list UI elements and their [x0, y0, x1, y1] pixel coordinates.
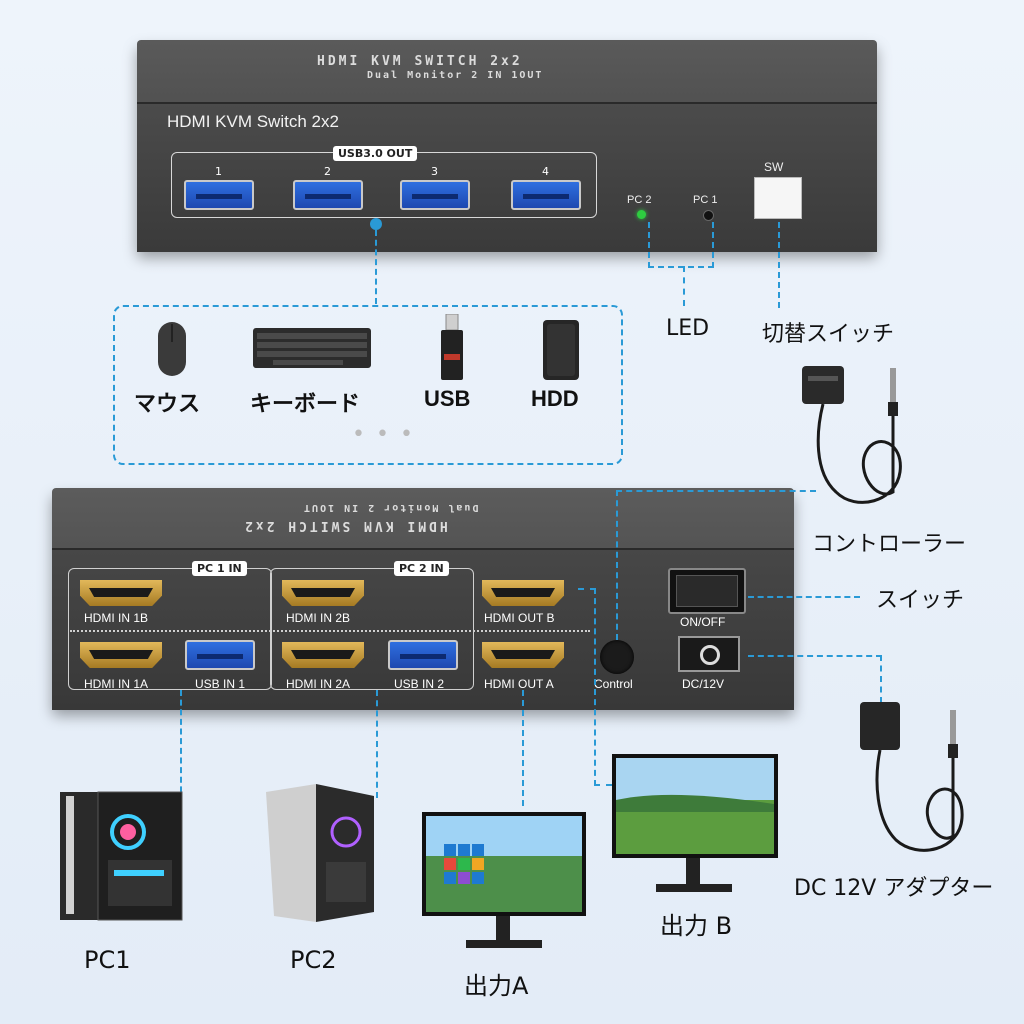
lid-subtitle-text: Dual Monitor 2 IN 1OUT — [302, 502, 479, 513]
hdmi-in-1a-port[interactable] — [80, 642, 162, 668]
mouse-label: マウス — [134, 391, 201, 416]
front-title: HDMI KVM Switch 2x2 — [167, 112, 339, 131]
usb-port-number: 2 — [324, 165, 331, 178]
pc1-connector-line — [180, 690, 182, 802]
usb-in-1-port[interactable] — [185, 640, 255, 670]
usb-out-port-2[interactable] — [293, 180, 363, 210]
pc2-tower-icon — [266, 784, 374, 922]
on-off-label: ON/OFF — [680, 615, 726, 629]
switch-callout: 切替スイッチ — [762, 322, 895, 347]
switch-button[interactable] — [754, 177, 802, 219]
pc2-in-label: PC 2 IN — [394, 561, 449, 576]
lid-model-text: HDMI KVM SWITCH 2x2 — [242, 518, 448, 533]
usb-out-port-1[interactable] — [184, 180, 254, 210]
usb-port-number: 1 — [215, 165, 222, 178]
power-switch-connector-line — [748, 596, 860, 598]
control-port[interactable] — [600, 640, 634, 674]
pc1-label: PC1 — [84, 946, 131, 974]
pc2-in-group — [270, 568, 474, 690]
led-pc1-label: PC 1 — [693, 194, 718, 206]
dc-adapter-icon — [860, 702, 964, 852]
usb-out-port-3[interactable] — [400, 180, 470, 210]
connector-line — [375, 230, 377, 304]
led-connector-line — [683, 266, 685, 306]
hdmi-out-a-label: HDMI OUT A — [484, 677, 554, 691]
divider — [70, 630, 590, 632]
control-label: Control — [594, 677, 633, 691]
hdmi-in-2b-label: HDMI IN 2B — [286, 611, 351, 625]
hdd-label: HDD — [531, 386, 579, 411]
adapter-callout: DC 12V アダプター — [794, 876, 994, 901]
connector-dot — [370, 218, 382, 230]
out-a-connector-line — [522, 690, 524, 806]
keyboard-label: キーボード — [250, 391, 361, 416]
usb-label: USB — [424, 386, 471, 411]
usb-port-number: 3 — [431, 165, 438, 178]
controller-device-icon — [802, 366, 902, 504]
control-connector-line — [616, 490, 816, 640]
led-pc1-indicator — [703, 210, 714, 221]
usb-in-2-label: USB IN 2 — [394, 677, 445, 691]
peripherals-box — [113, 305, 623, 465]
hdmi-out-b-port[interactable] — [482, 580, 564, 606]
usb-in-2-port[interactable] — [388, 640, 458, 670]
output-a-label: 出力A — [464, 972, 529, 1000]
dc-power-jack[interactable] — [678, 636, 740, 672]
hdmi-in-1b-label: HDMI IN 1B — [84, 611, 149, 625]
front-face — [137, 102, 877, 252]
out-b-connector-line — [594, 784, 612, 786]
pc2-connector-line — [376, 690, 378, 798]
hdd-icon — [543, 320, 579, 380]
mouse-icon — [158, 322, 186, 376]
controller-callout: コントローラー — [812, 532, 967, 557]
usb-stick-icon — [441, 314, 463, 380]
hdmi-in-2a-label: HDMI IN 2A — [286, 677, 351, 691]
more-ellipsis: • • • — [352, 422, 415, 447]
hdmi-out-b-label: HDMI OUT B — [484, 611, 555, 625]
led-bracket-line — [648, 222, 714, 268]
usb-out-label: USB3.0 OUT — [333, 146, 418, 161]
hdmi-in-2b-port[interactable] — [282, 580, 364, 606]
hdmi-in-1a-label: HDMI IN 1A — [84, 677, 149, 691]
sw-label: SW — [764, 160, 784, 174]
led-pc2-indicator — [637, 210, 646, 219]
lid-subtitle-text: Dual Monitor 2 IN 1OUT — [367, 70, 544, 81]
hdmi-in-1b-port[interactable] — [80, 580, 162, 606]
lid-model-text: HDMI KVM SWITCH 2x2 — [317, 54, 523, 69]
pc2-label: PC2 — [290, 946, 337, 974]
pc1-tower-icon — [60, 791, 183, 921]
dc-connector-line — [748, 655, 882, 703]
out-b-connector-line — [578, 588, 596, 786]
pc1-in-group — [68, 568, 272, 690]
usb-out-port-4[interactable] — [511, 180, 581, 210]
pc1-in-label: PC 1 IN — [192, 561, 247, 576]
kvm-back-panel: HDMI KVM SWITCH 2x2 Dual Monitor 2 IN 1O… — [52, 488, 794, 710]
power-switch-callout: スイッチ — [876, 588, 965, 613]
hdmi-out-a-port[interactable] — [482, 642, 564, 668]
dc12v-label: DC/12V — [682, 677, 725, 691]
switch-connector-line — [778, 222, 780, 308]
usb-port-number: 4 — [542, 165, 549, 178]
usb-in-1-label: USB IN 1 — [195, 677, 246, 691]
output-b-label: 出力 B — [660, 912, 733, 940]
led-pc2-label: PC 2 — [627, 194, 652, 206]
hdmi-in-2a-port[interactable] — [282, 642, 364, 668]
led-callout: LED — [666, 316, 710, 341]
kvm-front-panel: HDMI KVM SWITCH 2x2 Dual Monitor 2 IN 1O… — [137, 40, 877, 252]
keyboard-icon — [253, 328, 371, 368]
monitor-a-icon — [422, 812, 586, 948]
power-rocker-switch[interactable] — [668, 568, 746, 614]
monitor-b-icon — [612, 754, 778, 892]
